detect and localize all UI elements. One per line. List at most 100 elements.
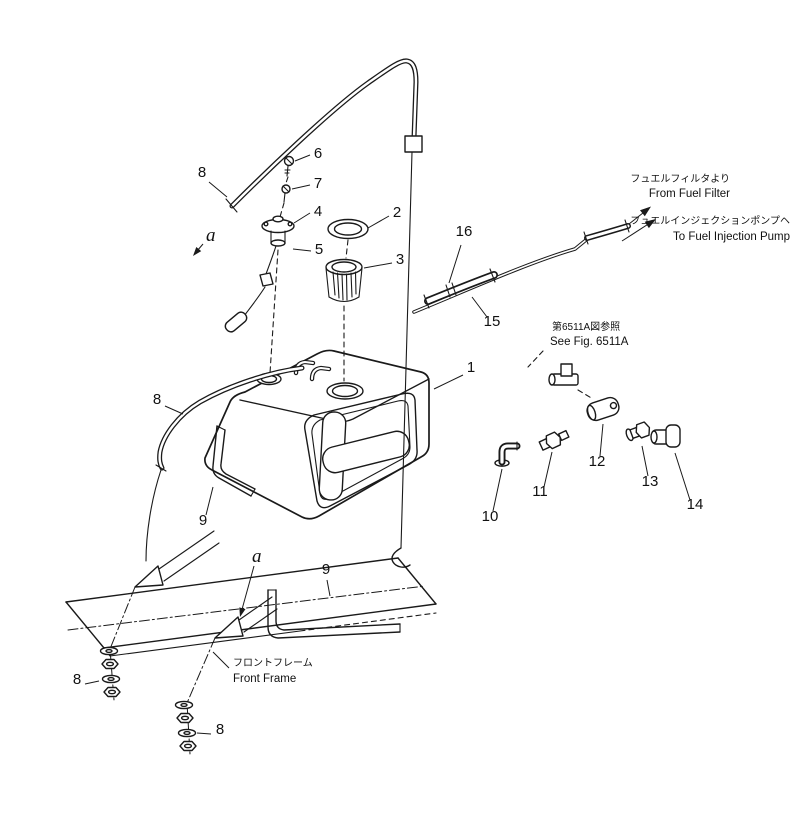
ref-letter-a-top: a	[206, 225, 216, 246]
nut-hole	[180, 715, 190, 721]
callout-14: 14	[687, 496, 704, 513]
front-frame-plate	[65, 557, 437, 657]
drop-pipe-line	[400, 151, 413, 549]
hose-tip-cap	[155, 464, 167, 472]
hose-clamp-marks	[423, 268, 496, 309]
bracket-outer	[212, 425, 252, 497]
fuel-hose-left	[145, 365, 305, 562]
tee-cap	[548, 373, 556, 386]
elbow-fitting-14	[650, 424, 681, 448]
float-arm-lower	[243, 286, 266, 317]
frame-edge	[65, 601, 105, 649]
callout-8-bolt-middle: 8	[216, 721, 224, 738]
connector-fitting-11	[538, 429, 570, 451]
tank-body	[204, 349, 430, 520]
hollow-triangle-icon	[134, 565, 164, 588]
hose-body-core	[158, 366, 304, 470]
flow-arrowhead-icon	[640, 206, 651, 217]
tank-panel-outer	[304, 392, 418, 509]
strainer-bottom	[328, 296, 360, 303]
float-arm	[265, 245, 277, 275]
float-body	[224, 311, 248, 333]
callout-13: 13	[642, 473, 659, 490]
frame-edge	[65, 557, 399, 603]
from-fuel-filter-en: From Fuel Filter	[649, 188, 730, 200]
callout-8-bolt-left: 8	[73, 671, 81, 688]
frame-centerline	[67, 585, 426, 631]
hose-end-caps	[583, 219, 630, 245]
elbow-arm-vertical	[665, 424, 681, 448]
reference-dashes	[527, 350, 594, 400]
strainer-sides	[325, 267, 363, 298]
elbow-body-core	[500, 444, 519, 464]
filler-ring-2	[327, 218, 369, 259]
hose-coupling	[404, 135, 423, 153]
band-caps	[267, 589, 401, 633]
assembly-axis	[279, 176, 289, 218]
elbow-cap	[650, 430, 658, 444]
ref-a-bottom-arrow-line	[240, 565, 255, 614]
strainer-inner-rim	[331, 261, 357, 273]
ring-inner	[333, 222, 363, 236]
hose-tail-lines	[158, 530, 220, 582]
sleeve-cap	[586, 404, 597, 421]
nut-hole	[107, 689, 117, 695]
tee-branch	[560, 363, 573, 377]
sender-cap	[272, 215, 284, 223]
tank-band-bracket	[267, 589, 401, 639]
front-frame-en: Front Frame	[233, 673, 296, 685]
fuel-gauge-sender	[224, 155, 295, 374]
see-figure-jp: 第6511A図参照	[552, 320, 620, 333]
front-frame-jp: フロントフレーム	[233, 657, 313, 669]
fittings-group	[494, 350, 681, 467]
band-outer	[267, 589, 401, 639]
hollow-triangle-icon	[214, 616, 244, 639]
flow-arrowhead-icon	[644, 219, 656, 229]
hose-arc	[229, 58, 419, 209]
sleeve-fitting-12	[586, 396, 620, 422]
mount-marker-1	[109, 530, 220, 701]
ref-a-bottom-arrowhead-icon	[239, 607, 246, 617]
flange-hole	[287, 221, 293, 227]
sender-body-bottom	[270, 239, 286, 247]
sleeve-bore	[609, 401, 618, 410]
tee-fitting-ref	[527, 350, 594, 400]
callout-3: 3	[396, 251, 404, 268]
callout-6: 6	[314, 145, 322, 162]
ref-a-top-arrowhead-icon	[193, 247, 202, 256]
callout-9-left: 9	[199, 512, 207, 529]
to-fuel-injection-pump-jp: フュエルインジェクションポンプヘ	[630, 215, 790, 227]
frame-edge	[397, 557, 437, 605]
bracket-caps	[216, 425, 256, 497]
to-fuel-injection-pump-en: To Fuel Injection Pump	[673, 231, 790, 243]
plug-hex	[635, 421, 651, 439]
nut-hole	[183, 743, 193, 749]
arm-connector	[259, 272, 274, 287]
overhead-hose	[225, 58, 423, 213]
callout-1: 1	[467, 359, 475, 376]
hose-upper-core	[585, 224, 630, 240]
flange-hole	[263, 221, 269, 227]
washer-hole	[107, 676, 115, 682]
screw-7-detail	[282, 185, 290, 203]
hose-tip-cap	[225, 198, 238, 213]
fuel-tank	[204, 349, 430, 520]
tank-panel-inner	[311, 400, 411, 500]
vertical-drop-pipe	[391, 151, 413, 568]
strainer-mesh	[332, 271, 357, 301]
callout-11: 11	[532, 483, 548, 500]
sender-body-sides	[270, 230, 286, 244]
mount-hardware-left	[99, 646, 121, 698]
hose-route-line	[145, 469, 162, 562]
steel-pipe-core	[413, 239, 587, 313]
elbow-fitting-10	[494, 441, 521, 467]
fuel-line	[412, 206, 656, 314]
band-inner	[275, 589, 401, 631]
see-figure-en: See Fig. 6511A	[550, 336, 629, 348]
plug-fitting-13	[625, 421, 651, 442]
top-stub-fitting-core	[311, 367, 330, 380]
callout-leaders	[84, 154, 691, 735]
callout-16: 16	[456, 223, 473, 240]
frame-hook	[391, 547, 411, 568]
